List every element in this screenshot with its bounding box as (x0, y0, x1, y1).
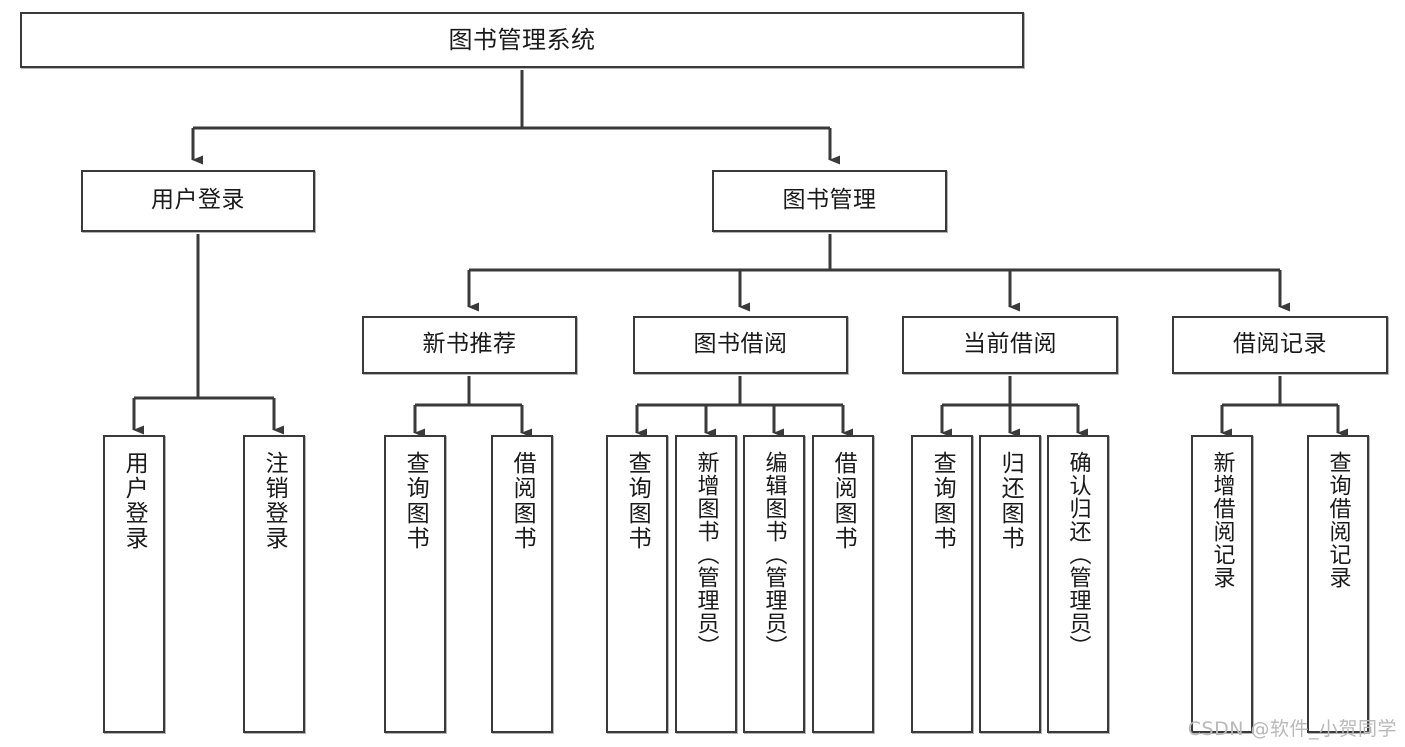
leaf-new-book-query-book[interactable]: 查询图书 (384, 435, 446, 733)
node-label: 归还图书 (997, 451, 1024, 551)
leaf-borrow-record-add-record[interactable]: 新增借阅记录 (1191, 435, 1253, 733)
leaf-borrow-record-query-record[interactable]: 查询借阅记录 (1307, 435, 1369, 733)
node-label: 新增图书（管理员） (693, 451, 719, 658)
node-label: 借阅记录 (1233, 331, 1327, 358)
node-label: 新增借阅记录 (1209, 451, 1235, 589)
node-book-borrow[interactable]: 图书借阅 (633, 316, 848, 374)
node-book-management[interactable]: 图书管理 (712, 170, 947, 232)
node-label: 用户登录 (151, 187, 245, 214)
leaf-current-borrow-query-book[interactable]: 查询图书 (911, 435, 973, 733)
node-label: 编辑图书（管理员） (761, 451, 787, 658)
node-label: 新书推荐 (422, 331, 517, 358)
leaf-new-book-borrow-book[interactable]: 借阅图书 (491, 435, 553, 733)
node-label: 查询图书 (624, 451, 651, 551)
node-label: 注销登录 (261, 451, 288, 551)
node-new-book-recommend[interactable]: 新书推荐 (362, 316, 577, 374)
leaf-book-borrow-borrow-book[interactable]: 借阅图书 (812, 435, 874, 733)
leaf-user-login-logout[interactable]: 注销登录 (243, 435, 305, 733)
leaf-book-borrow-query-book[interactable]: 查询图书 (606, 435, 668, 733)
leaf-current-borrow-confirm-return-admin[interactable]: 确认归还（管理员） (1047, 435, 1109, 733)
leaf-book-borrow-add-book-admin[interactable]: 新增图书（管理员） (675, 435, 737, 733)
node-label: 查询图书 (402, 451, 429, 551)
node-borrow-record[interactable]: 借阅记录 (1172, 316, 1388, 374)
leaf-current-borrow-return-book[interactable]: 归还图书 (979, 435, 1041, 733)
node-user-login[interactable]: 用户登录 (81, 170, 315, 232)
node-current-borrow[interactable]: 当前借阅 (902, 316, 1118, 374)
leaf-book-borrow-edit-book-admin[interactable]: 编辑图书（管理员） (743, 435, 805, 733)
node-label: 当前借阅 (963, 331, 1057, 358)
node-label: 确认归还（管理员） (1065, 451, 1091, 658)
leaf-user-login-login[interactable]: 用户登录 (103, 435, 165, 733)
node-label: 用户登录 (121, 451, 148, 551)
node-label: 图书借阅 (693, 331, 788, 358)
node-root-book-management-system[interactable]: 图书管理系统 (20, 12, 1024, 68)
node-label: 查询借阅记录 (1325, 451, 1351, 589)
node-label: 图书管理 (782, 187, 877, 214)
node-label: 借阅图书 (509, 451, 536, 551)
watermark-text: CSDN @软件_小贺同学 (1187, 718, 1397, 740)
node-label: 借阅图书 (830, 451, 857, 551)
node-label: 图书管理系统 (448, 25, 596, 54)
node-label: 查询图书 (929, 451, 956, 551)
